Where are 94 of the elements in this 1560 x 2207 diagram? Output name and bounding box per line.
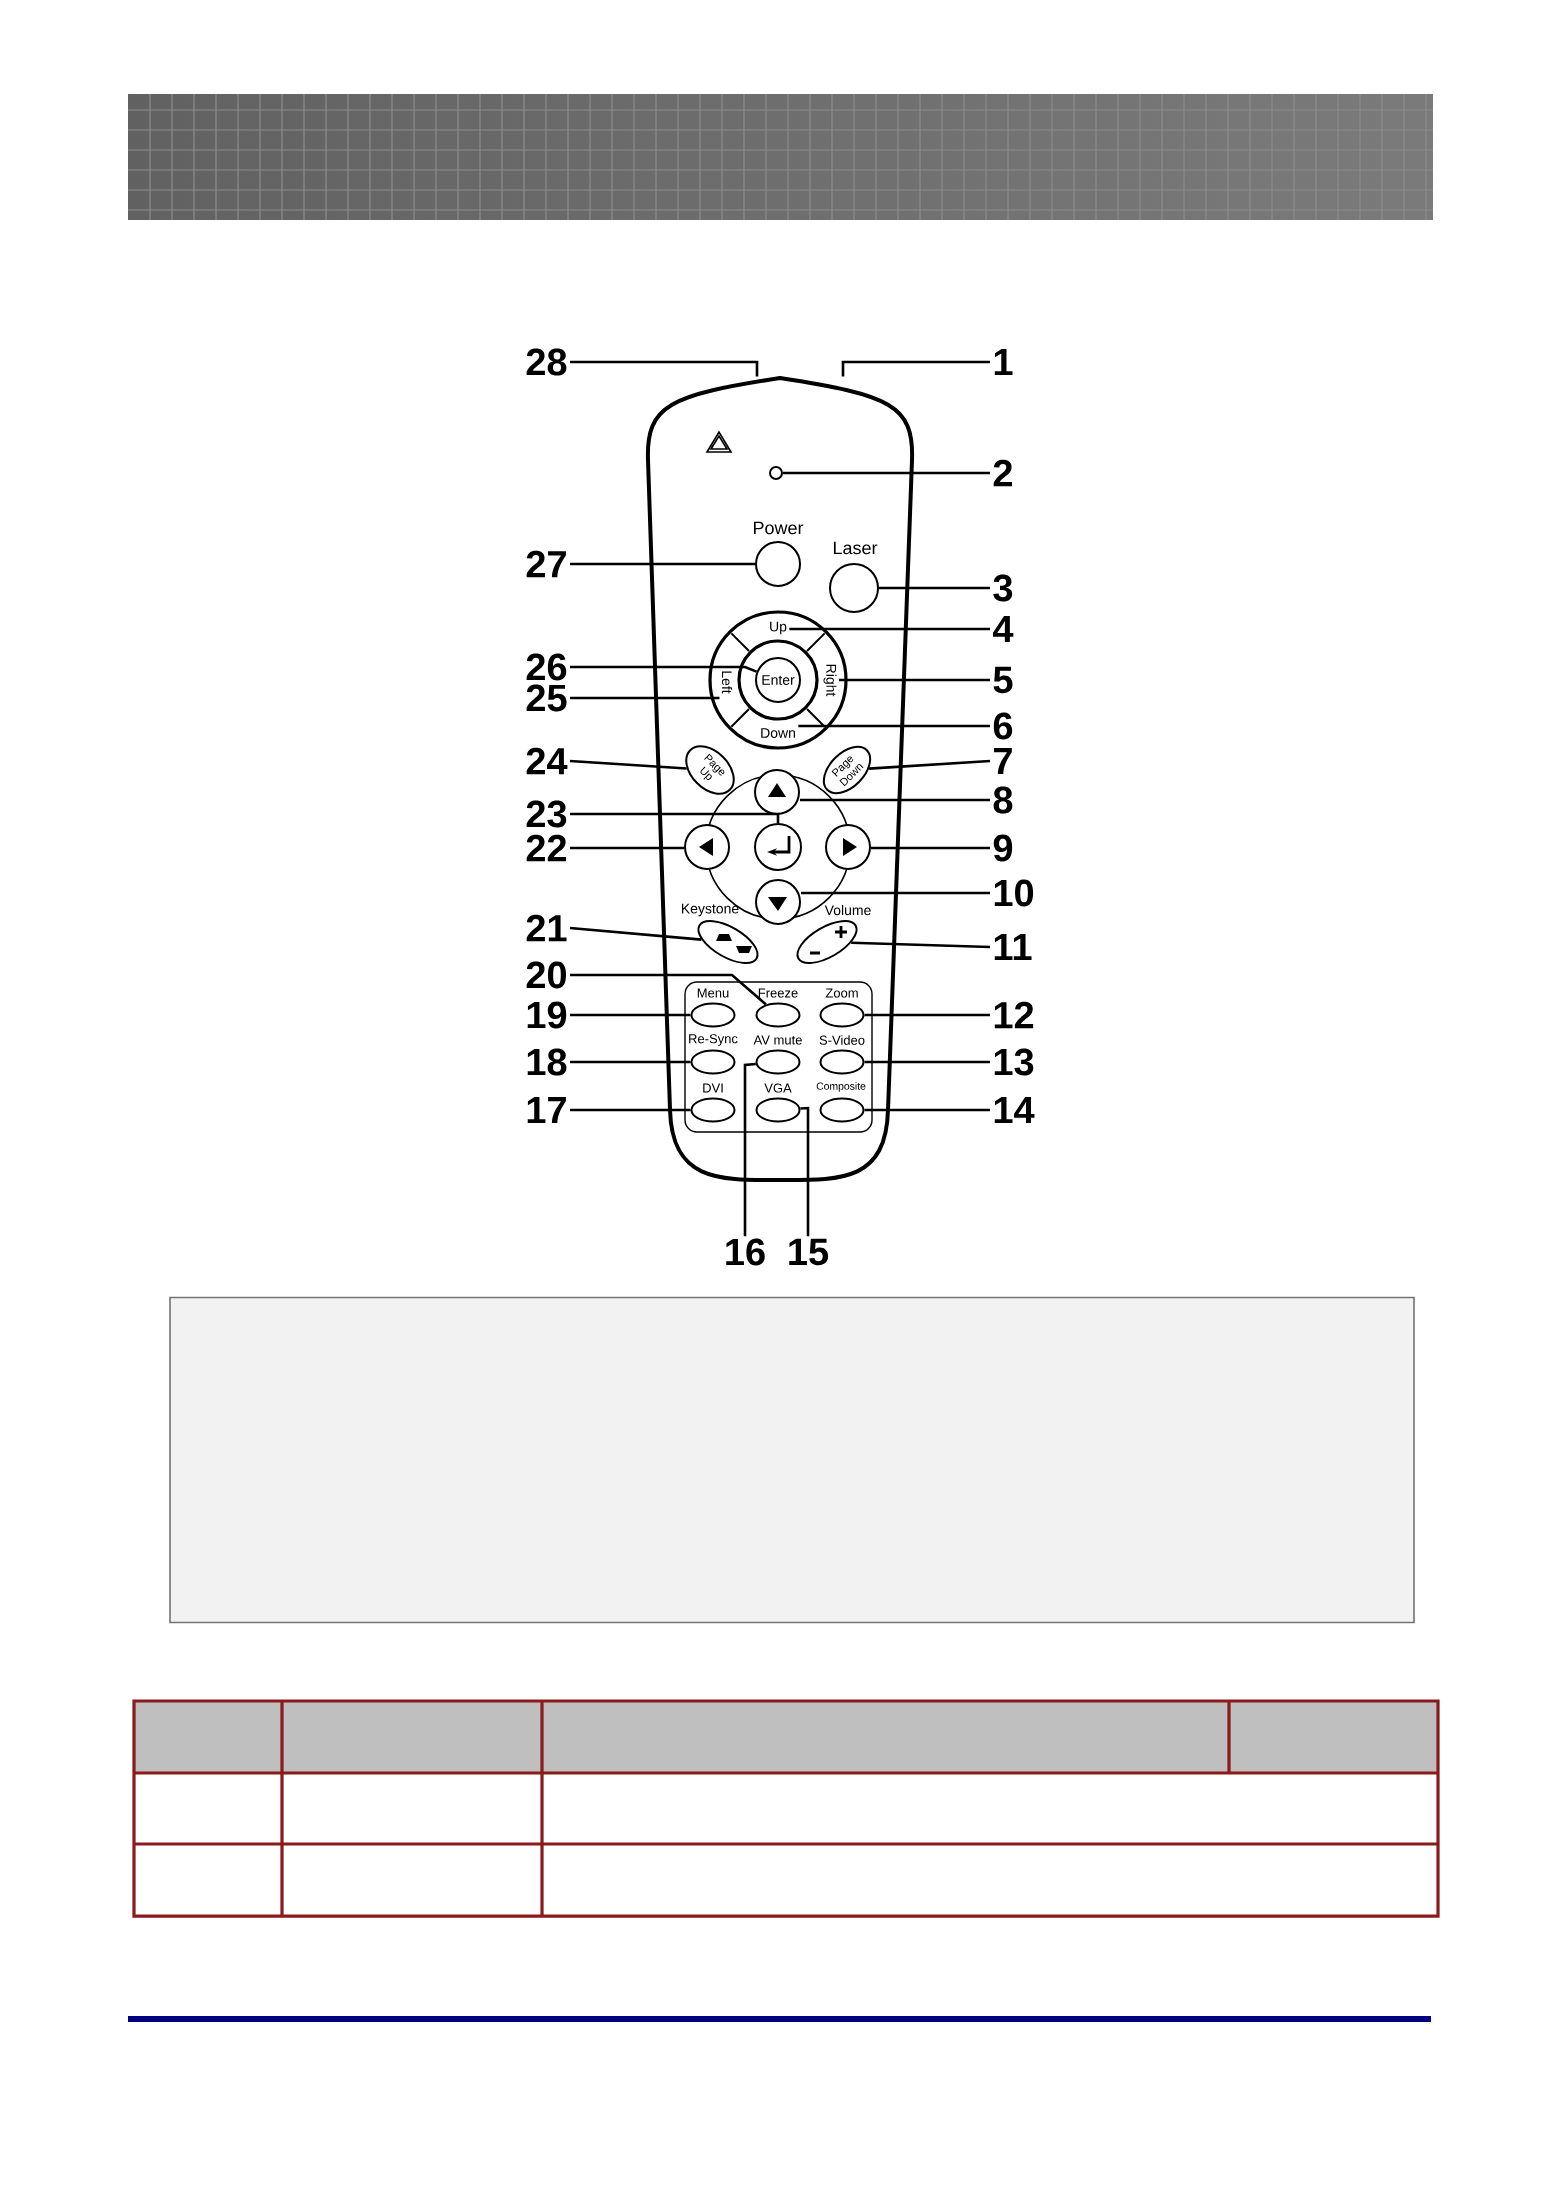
leader-line bbox=[569, 759, 687, 770]
leader-line bbox=[570, 1108, 691, 1112]
leader-line bbox=[570, 665, 758, 673]
node-label: Zoom bbox=[825, 988, 858, 998]
button: Composite bbox=[816, 1082, 866, 1123]
callout-number: 23 bbox=[526, 800, 567, 828]
leader-line bbox=[879, 586, 990, 590]
node-label: DVI bbox=[703, 1083, 723, 1093]
callout-number: 6 bbox=[993, 712, 1013, 740]
button: Keystone bbox=[682, 903, 759, 964]
node-label: Keystone bbox=[681, 903, 739, 917]
button: Laser bbox=[829, 541, 879, 613]
leader-line bbox=[783, 471, 990, 475]
node-label: Freeze bbox=[758, 988, 798, 998]
callout-number: 26 bbox=[526, 653, 567, 681]
leader-line bbox=[800, 1106, 810, 1237]
callout-number: 21 bbox=[526, 914, 567, 942]
button: DVI bbox=[690, 1083, 736, 1123]
leader-line bbox=[851, 941, 991, 949]
leader-line bbox=[570, 812, 780, 823]
arrow-button bbox=[684, 824, 730, 870]
leader-line bbox=[569, 926, 702, 941]
leader-line bbox=[801, 891, 990, 895]
callout-number: 15 bbox=[789, 1238, 829, 1266]
callout-number: 22 bbox=[526, 834, 567, 862]
callout-number: 12 bbox=[994, 1001, 1034, 1029]
button-label: Right bbox=[823, 664, 837, 697]
callout-number: 5 bbox=[993, 666, 1013, 694]
button-label: Left bbox=[721, 671, 733, 694]
callout-number: 3 bbox=[993, 574, 1013, 602]
callout-number: 20 bbox=[526, 961, 567, 989]
button: Freeze bbox=[755, 988, 801, 1028]
callout-number: 8 bbox=[993, 786, 1013, 814]
callout-number: 7 bbox=[994, 747, 1012, 775]
leader-line bbox=[841, 360, 990, 377]
leader-line bbox=[864, 1060, 990, 1064]
node-label: Laser bbox=[833, 541, 878, 555]
button-label: Up bbox=[770, 621, 787, 635]
button: Enter bbox=[755, 657, 801, 703]
node-label: AV mute bbox=[753, 1035, 802, 1045]
leader-line bbox=[864, 1013, 990, 1017]
leader-line bbox=[800, 798, 990, 802]
callout-number: 16 bbox=[726, 1238, 765, 1266]
note-box bbox=[169, 1296, 1415, 1624]
leader-line bbox=[570, 562, 755, 566]
callout-number: 18 bbox=[527, 1048, 567, 1076]
node-label: S-Video bbox=[819, 1035, 865, 1045]
button: Volume bbox=[796, 904, 871, 964]
leader-line bbox=[570, 1013, 691, 1017]
leader-line bbox=[570, 360, 759, 377]
callout-number: 2 bbox=[993, 459, 1012, 487]
leader-line bbox=[743, 1062, 756, 1237]
arrow-button bbox=[754, 769, 800, 815]
node-label: Power bbox=[753, 521, 804, 535]
callout-number: 28 bbox=[526, 348, 567, 376]
leader-line bbox=[570, 1060, 691, 1064]
node-label: Composite bbox=[816, 1082, 866, 1092]
callout-number: 4 bbox=[992, 615, 1014, 643]
button: VGA bbox=[755, 1083, 801, 1123]
leader-line bbox=[789, 627, 990, 631]
button: AV mute bbox=[753, 1035, 802, 1075]
node-label: Menu bbox=[697, 988, 729, 998]
callout-number: 9 bbox=[993, 834, 1013, 862]
button: Re-Sync bbox=[689, 1034, 738, 1075]
button: Zoom bbox=[819, 988, 865, 1028]
leader-line bbox=[570, 846, 684, 850]
callout-number: 10 bbox=[994, 879, 1034, 907]
leader-line bbox=[838, 678, 990, 682]
leader-line bbox=[798, 724, 990, 728]
indicator-light bbox=[769, 466, 783, 480]
node-label: Volume bbox=[824, 904, 871, 916]
callout-number: 25 bbox=[526, 684, 567, 712]
leader-line bbox=[871, 846, 990, 850]
callout-number: 24 bbox=[526, 747, 568, 775]
leader-line bbox=[570, 696, 720, 700]
button: Menu bbox=[690, 988, 736, 1028]
callout-number: 19 bbox=[527, 1001, 567, 1029]
button: Power bbox=[753, 521, 804, 587]
leader-line bbox=[869, 759, 991, 770]
callout-number: 13 bbox=[994, 1048, 1034, 1076]
arrow-button bbox=[755, 879, 801, 925]
arrow-button bbox=[825, 824, 871, 870]
callout-number: 27 bbox=[526, 550, 566, 578]
callout-number: 11 bbox=[994, 933, 1032, 961]
button-label: Down bbox=[761, 728, 795, 738]
leader-line bbox=[570, 973, 767, 1006]
node-label: VGA bbox=[764, 1083, 792, 1093]
arrow-button bbox=[754, 823, 802, 871]
leader-line bbox=[864, 1108, 990, 1112]
button: S-Video bbox=[819, 1035, 865, 1075]
node-label: Re-Sync bbox=[689, 1034, 738, 1046]
callout-number: 14 bbox=[994, 1096, 1035, 1124]
callout-number: 1 bbox=[994, 348, 1013, 376]
callout-number: 17 bbox=[527, 1096, 566, 1124]
